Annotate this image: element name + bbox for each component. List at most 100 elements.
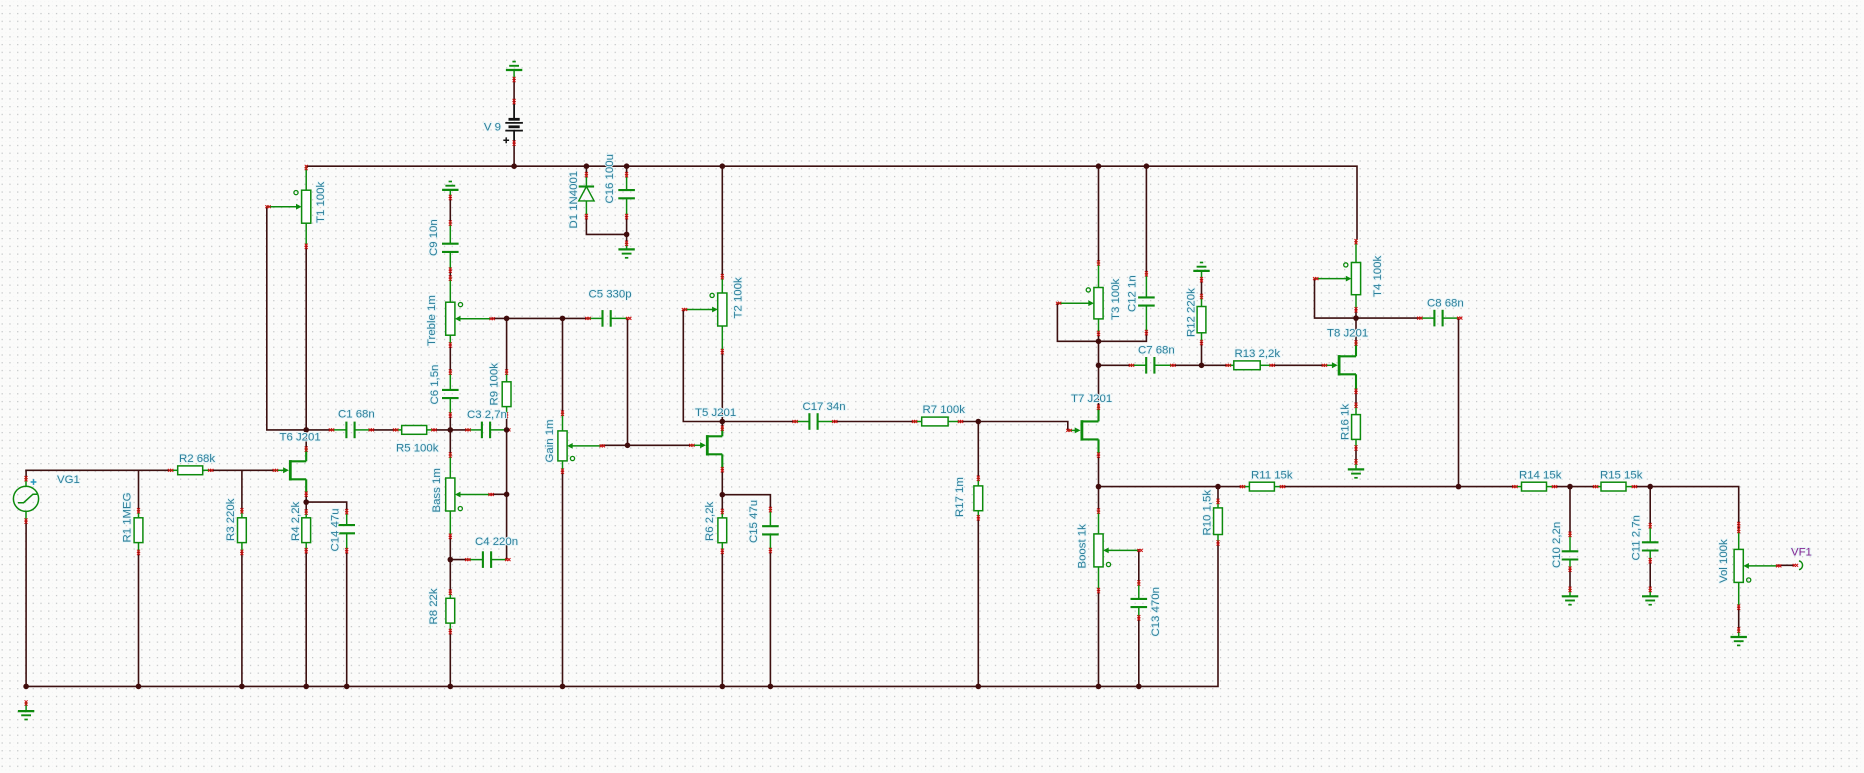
res_h-r5[interactable] <box>394 424 433 436</box>
part-label[interactable]: R10 1,5k <box>1201 489 1215 537</box>
resistor-body[interactable] <box>1520 481 1548 492</box>
pot-body[interactable] <box>1350 261 1362 296</box>
part-label[interactable]: C11 2,7n <box>1630 514 1644 561</box>
part-label[interactable]: C7 68n <box>1137 344 1176 358</box>
part-label[interactable]: C9 10n <box>427 218 441 257</box>
res_v-r17[interactable] <box>973 477 984 517</box>
part-label[interactable]: T7 J201 <box>1070 392 1113 406</box>
gnd-sym[interactable] <box>505 60 523 79</box>
resistor-body[interactable] <box>1212 507 1224 536</box>
part-label[interactable]: C6 1,5n <box>428 364 442 406</box>
part-label[interactable]: R12 220k <box>1185 287 1199 338</box>
resistor-body[interactable] <box>133 517 144 544</box>
part-label[interactable]: C5 330p <box>588 288 633 302</box>
part-label[interactable]: C1 68n <box>337 408 376 422</box>
part-label[interactable]: R5 100k <box>395 442 440 456</box>
part-label[interactable]: T8 J201 <box>1326 327 1369 341</box>
part-label[interactable]: R2 68k <box>178 452 216 466</box>
resistor-body[interactable] <box>1350 413 1362 441</box>
part-label[interactable]: T4 100k <box>1371 255 1385 298</box>
wire-t3-c12[interactable] <box>1097 330 1148 343</box>
part-label[interactable]: T6 J201 <box>279 431 322 445</box>
gnd-sym[interactable] <box>618 242 635 259</box>
part-label[interactable]: R13 2,2k <box>1234 347 1282 361</box>
gnd-sym[interactable] <box>1730 628 1747 647</box>
source-circle[interactable] <box>12 485 40 513</box>
gnd-sym[interactable] <box>1642 588 1659 606</box>
part-label[interactable]: T3 100k <box>1109 278 1123 321</box>
part-label[interactable]: R3 220k <box>224 497 238 542</box>
res_h-r2[interactable] <box>169 465 210 476</box>
gnd-sym[interactable] <box>1347 460 1365 479</box>
res_h-r11[interactable] <box>1241 481 1282 492</box>
part-label[interactable]: C13 470n <box>1149 586 1163 637</box>
pot_v-vol[interactable] <box>1733 529 1778 606</box>
part-label[interactable]: C14 47u <box>329 507 343 552</box>
part-label[interactable]: Boost 1k <box>1076 523 1090 570</box>
pot_v-boost[interactable] <box>1093 509 1139 590</box>
part-label[interactable]: R8 22k <box>427 587 441 625</box>
part-label[interactable]: Bass 1m <box>430 467 444 513</box>
wire-t4-wiper[interactable] <box>1313 278 1357 319</box>
part-label[interactable]: R1 1MEG <box>121 491 135 543</box>
gnd-sym[interactable] <box>17 701 35 721</box>
wire-src-c14[interactable] <box>305 501 348 512</box>
resistor-body[interactable] <box>717 517 728 544</box>
pot_v-treble[interactable] <box>444 276 491 344</box>
part-label[interactable]: R11 15k <box>1250 469 1294 483</box>
cap_v-c6[interactable] <box>442 370 459 414</box>
resistor-body[interactable] <box>1196 305 1207 334</box>
part-label[interactable]: Gain 1m <box>543 418 557 463</box>
pot_v-t4[interactable] <box>1314 240 1362 309</box>
pot-body[interactable] <box>444 301 456 336</box>
pot_v-t3[interactable] <box>1057 261 1104 333</box>
gnd-sym[interactable] <box>1193 261 1210 279</box>
cap_v-c12[interactable] <box>1138 272 1155 332</box>
res_v-r3[interactable] <box>236 509 248 552</box>
source_ac-vg1[interactable] <box>12 477 40 520</box>
pot-body[interactable] <box>300 189 312 224</box>
part-label[interactable]: R17 1m <box>953 476 967 518</box>
part-label[interactable]: R16 1k <box>1339 403 1353 441</box>
resistor-body[interactable] <box>400 424 428 436</box>
jfet-t8[interactable] <box>1323 341 1358 391</box>
pot-body[interactable] <box>444 477 456 512</box>
pot_v-bass[interactable] <box>444 453 490 536</box>
pot-body[interactable] <box>1093 533 1104 568</box>
pot-body[interactable] <box>1733 548 1745 584</box>
pot_v-gain[interactable] <box>557 412 602 470</box>
jfet-t5[interactable] <box>690 427 724 469</box>
part-label[interactable]: R14 15k <box>1518 469 1563 483</box>
res_h-r15[interactable] <box>1594 481 1634 492</box>
res_v-r10[interactable] <box>1212 500 1224 542</box>
wire-v+rail[interactable] <box>305 165 1358 240</box>
battery-v[interactable] <box>503 100 523 144</box>
part-label[interactable]: R7 100k <box>922 403 967 417</box>
res_v-r1[interactable] <box>133 509 144 552</box>
resistor-body[interactable] <box>920 416 949 427</box>
wire-n4-t7gate[interactable] <box>977 420 1069 432</box>
resistor-body[interactable] <box>236 517 248 544</box>
res_v-r8[interactable] <box>445 591 456 631</box>
cap_h-c8[interactable] <box>1418 309 1459 327</box>
part-label[interactable]: V 9 <box>483 121 502 135</box>
part-label[interactable]: VF1 <box>1790 546 1813 560</box>
wire-t2-wiper[interactable] <box>682 309 724 423</box>
pot_v-t1[interactable] <box>266 166 312 246</box>
resistor-body[interactable] <box>301 517 312 544</box>
res_v-r4[interactable] <box>301 510 312 550</box>
part-label[interactable]: Vol 100k <box>1717 538 1731 584</box>
part-label[interactable]: VG1 <box>56 473 81 487</box>
wire-t1-wiper[interactable] <box>265 205 308 431</box>
part-label[interactable]: C8 68n <box>1426 297 1465 311</box>
pot-body[interactable] <box>1093 286 1104 320</box>
res_h-r14[interactable] <box>1513 481 1554 492</box>
cap_v-c9[interactable] <box>442 221 459 269</box>
pot-body[interactable] <box>716 292 728 327</box>
part-label[interactable]: R6 2,2k <box>703 500 717 541</box>
part-label[interactable]: R15 15k <box>1599 469 1644 483</box>
res_h-r7[interactable] <box>913 416 960 427</box>
resistor-body[interactable] <box>1248 481 1276 492</box>
part-label[interactable]: T5 J201 <box>694 406 737 420</box>
part-label[interactable]: C15 47u <box>747 499 761 544</box>
